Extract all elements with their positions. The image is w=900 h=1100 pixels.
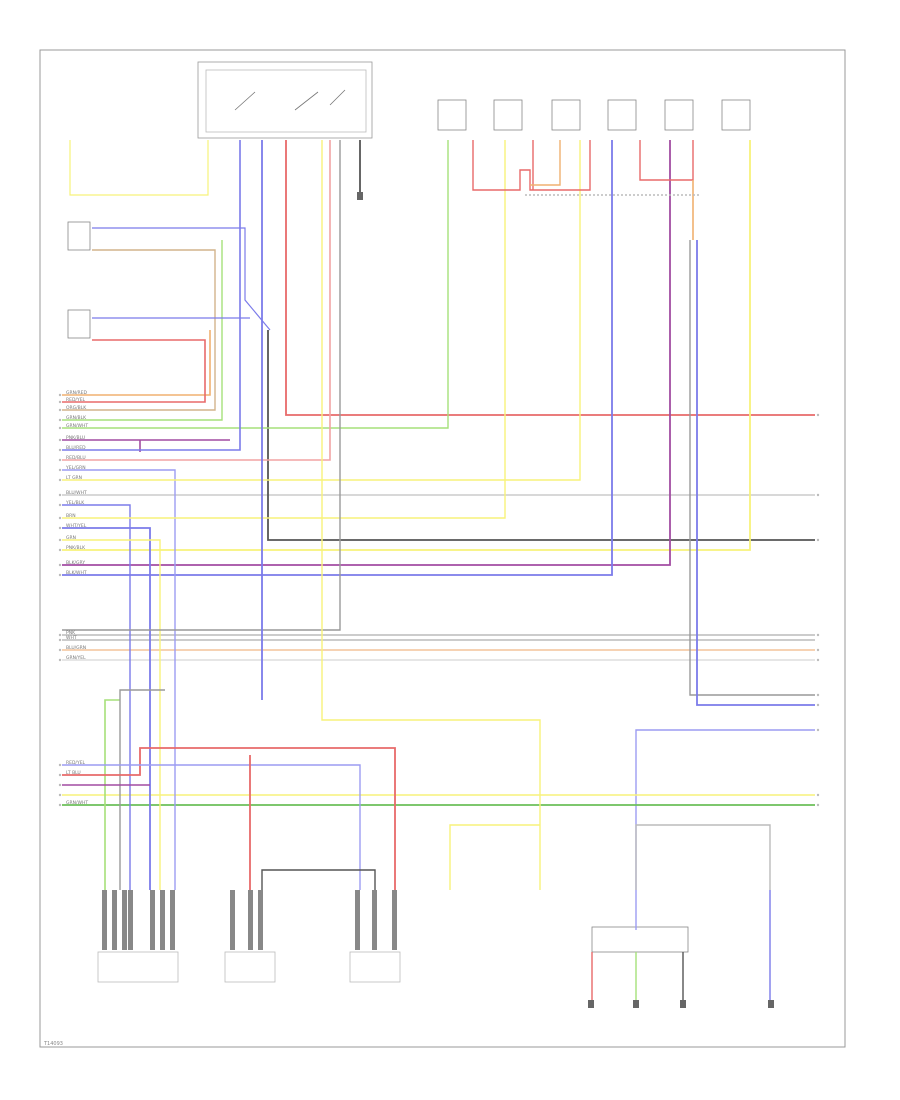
sensor-connector-mid [67, 309, 91, 339]
wire-color-label: LT BLU [66, 770, 81, 776]
wire-color-label: PNK/BLU [66, 435, 85, 441]
wire-yellow-left-2 [62, 140, 506, 519]
wire-color-label: GRN/WHT [66, 423, 88, 429]
page-code: T14093 [43, 1041, 63, 1047]
bottom-relay-box [591, 926, 689, 953]
wire-blue-left-3 [62, 504, 131, 890]
wire-runs [62, 140, 815, 930]
wire-color-label: PNK [66, 630, 76, 636]
wire-color-label: WHT [66, 635, 77, 641]
bottom-relay-leads [591, 890, 771, 1000]
left-terminal-column [58, 393, 62, 807]
main-relay-inner [205, 69, 367, 133]
wire-yellow-relay [321, 140, 541, 890]
sensor-connector-top [67, 221, 91, 251]
wire-color-label: YEL/GRN [65, 465, 86, 471]
wire-orange-left-1 [62, 330, 211, 396]
wire-purple-main-2 [62, 140, 613, 576]
bottom-sensor-right [349, 951, 401, 983]
bottom-sensor-mid [224, 951, 276, 983]
wire-red-main [285, 140, 815, 416]
wire-color-label: BRN [66, 513, 76, 519]
wire-purple-left [62, 439, 230, 452]
wire-color-label: ORG/BLK [66, 405, 87, 411]
wire-color-label: RED/YEL [66, 760, 86, 766]
wire-color-label: YEL/BLK [65, 500, 85, 506]
terminal-markers [58, 192, 820, 1008]
wire-color-label: RED/YEL [66, 397, 86, 403]
right-terminal-column [816, 413, 820, 807]
wire-injector-orange [530, 140, 561, 186]
component-blocks [67, 61, 751, 983]
injector-connectors [437, 99, 751, 131]
wire-yellow-main [62, 140, 751, 551]
bottom-connector-pins [102, 890, 397, 950]
wire-color-label: RED/BLU [66, 455, 86, 461]
wire-black-sensor-loop [261, 869, 376, 890]
relay-switch-symbols [234, 89, 346, 111]
wire-yellow-left-3 [62, 539, 161, 890]
wire-tan-left [62, 249, 216, 411]
wire-red-left-2 [62, 140, 331, 461]
diagram-border [39, 49, 846, 1048]
wire-injector-common [472, 140, 694, 191]
wire-yellow-sensor [449, 824, 540, 890]
wire-color-label: BLU/RED [66, 445, 86, 451]
wire-blue-left-2 [62, 469, 176, 890]
wire-color-label: GRN/BLK [66, 415, 87, 421]
wire-blue-left-1 [62, 140, 241, 451]
wire-blue-right [696, 240, 815, 706]
wire-color-label: BLU/WHT [66, 490, 87, 496]
wire-gray-low-left [119, 689, 165, 890]
wire-gray-right-1 [689, 240, 815, 696]
wire-yellow-top [69, 140, 209, 196]
wire-green-left-2 [62, 140, 449, 429]
wire-blue-relay [635, 729, 815, 930]
wire-blue-low [62, 764, 361, 890]
wire-yellow-left-1 [62, 140, 581, 481]
wire-color-label: PNK/BLK [66, 545, 86, 551]
wire-color-label: GRN/RED [66, 390, 87, 396]
wire-color-label: BLU/GRN [66, 645, 86, 651]
wire-color-label: GRN [66, 535, 76, 541]
wire-red-low [62, 747, 396, 890]
wire-color-label: BLK/GRY [66, 560, 85, 566]
wire-blue-left-4 [62, 527, 151, 890]
wire-color-label: GRN/YEL [66, 655, 86, 661]
wire-gray-relay [62, 140, 341, 631]
main-relay-box [197, 61, 373, 139]
wire-green-low-left [104, 699, 120, 890]
wire-gray-relay-feed [635, 824, 771, 890]
wire-purple-main-1 [62, 140, 671, 566]
wire-color-label: GRN/WHT [66, 800, 88, 806]
wire-red-left-1 [62, 339, 206, 403]
wire-color-label: WHT/YEL [66, 523, 87, 529]
wire-color-label: BLK/WHT [66, 570, 87, 576]
wire-black-main [267, 330, 815, 541]
wire-color-label: LT GRN [66, 475, 82, 481]
bottom-sensor-left [97, 951, 179, 983]
wire-green-left-1 [62, 240, 223, 421]
wire-label-group: GRN/REDRED/YELORG/BLKGRN/BLKGRN/WHTPNK/B… [65, 390, 88, 806]
wire-blue-relay-2 [92, 227, 271, 331]
ground-symbols [357, 192, 774, 1008]
